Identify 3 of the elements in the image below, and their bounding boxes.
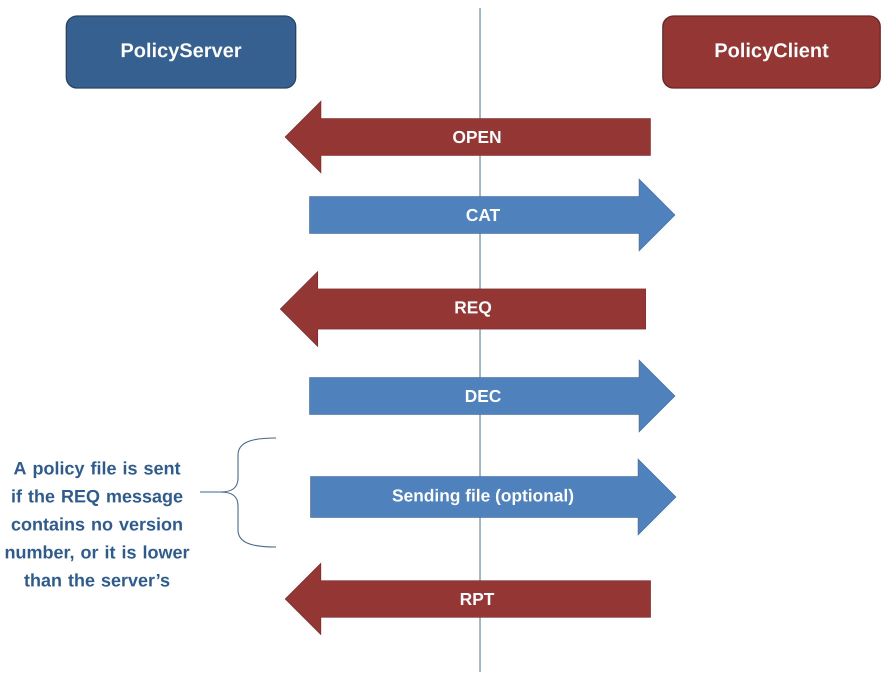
note-text: A policy file is sent if the REQ message contains no version number, or it is lower than the server’s bbox=[6, 461, 190, 587]
lifeline-box: PolicyServer bbox=[66, 15, 296, 89]
lifeline-box: PolicyClient bbox=[662, 15, 881, 89]
